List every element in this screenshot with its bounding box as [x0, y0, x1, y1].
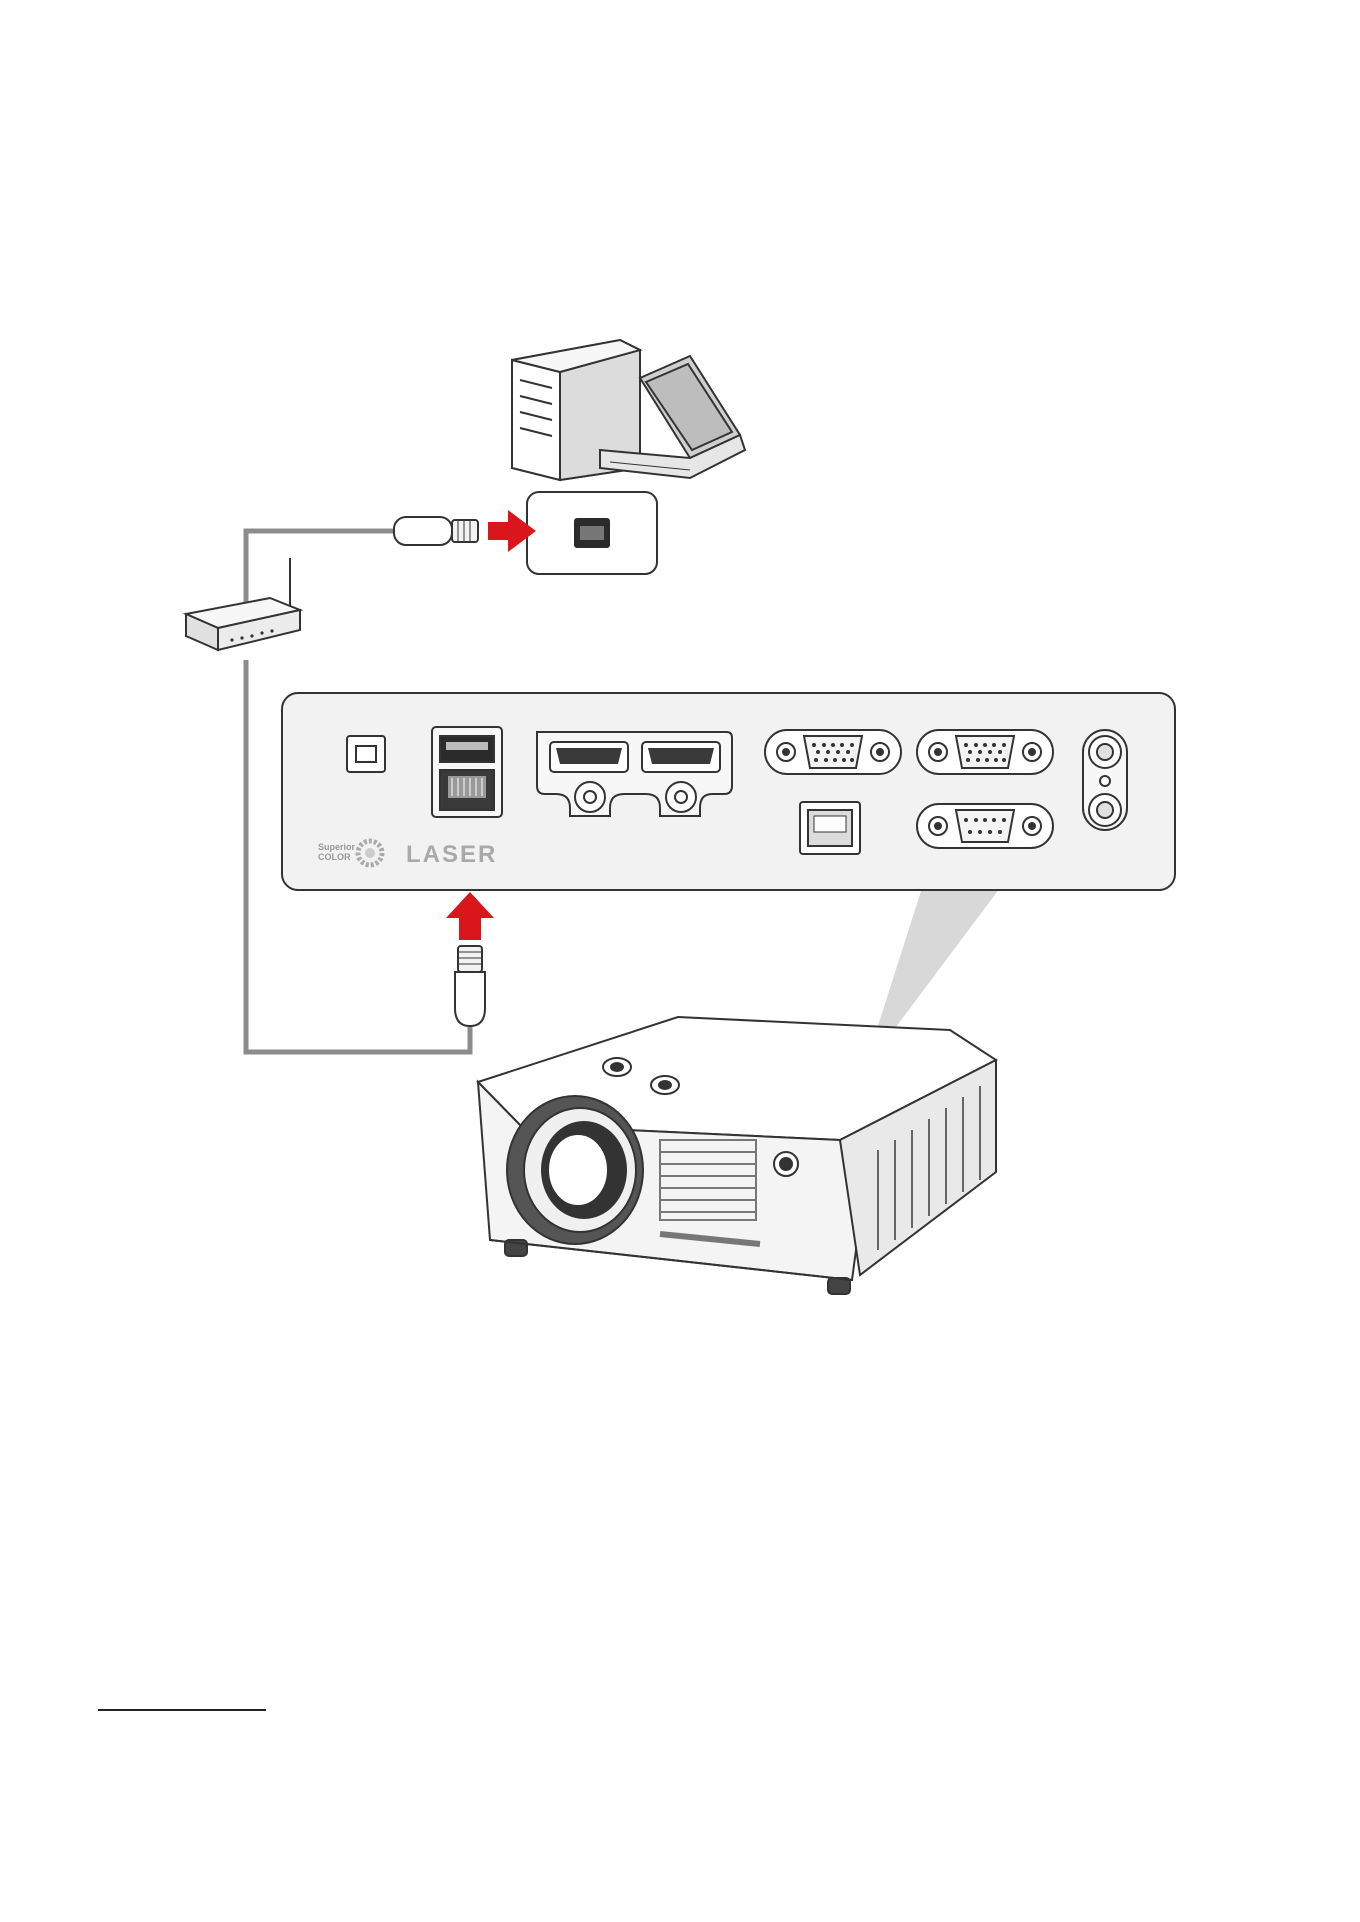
panel-callout-beam [875, 888, 1000, 1035]
router-icon [186, 558, 300, 650]
wall-lan-port [527, 492, 657, 574]
vga-in-port [765, 730, 901, 774]
audio-ports [1083, 730, 1127, 830]
lan-plug-bottom [455, 946, 485, 1026]
insert-arrow-up [446, 892, 494, 940]
computer-icon [512, 340, 745, 480]
control-lan-port [800, 802, 860, 854]
logo-brand-text: LASER [406, 841, 497, 868]
rs232-port [917, 804, 1053, 848]
projector-icon [478, 1017, 996, 1294]
usb-lan-stack-port [432, 727, 502, 817]
lan-plug-top [394, 517, 478, 545]
footnote-separator [98, 1709, 266, 1711]
usb-b-port [347, 736, 385, 772]
vga-out-port [917, 730, 1053, 774]
